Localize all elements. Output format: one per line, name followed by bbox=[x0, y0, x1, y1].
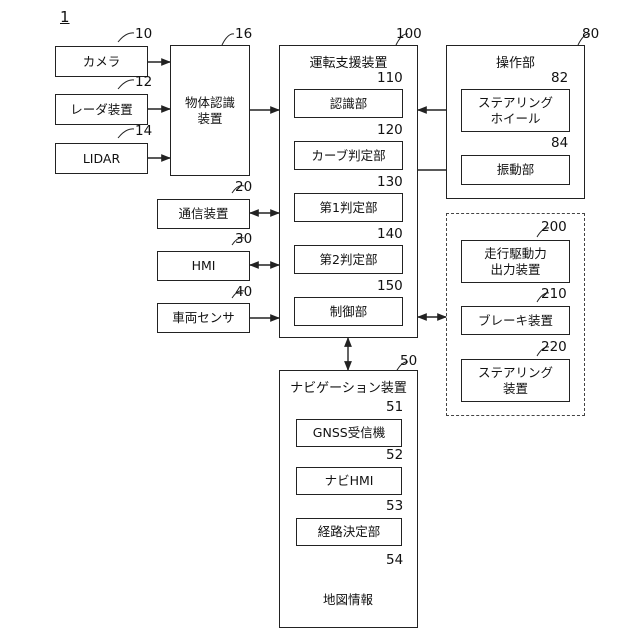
brake-device-ref: 210 bbox=[541, 286, 567, 302]
lidar-ref: 14 bbox=[135, 123, 152, 139]
gnss-receiver-label: GNSS受信機 bbox=[296, 419, 402, 447]
route-determination-label: 経路決定部 bbox=[296, 518, 402, 546]
vibration-unit-ref: 84 bbox=[551, 135, 568, 151]
vibration-unit-label: 振動部 bbox=[461, 155, 570, 185]
control-unit-label: 制御部 bbox=[294, 297, 403, 326]
camera-label: カメラ bbox=[55, 46, 148, 77]
steering-device-ref: 220 bbox=[541, 339, 567, 355]
drive-power-output-ref: 200 bbox=[541, 219, 567, 235]
navi-hmi-ref: 52 bbox=[386, 447, 403, 463]
first-judgment-label: 第1判定部 bbox=[294, 193, 403, 222]
curve-judgment-ref: 120 bbox=[377, 122, 403, 138]
second-judgment-ref: 140 bbox=[377, 226, 403, 242]
steering-wheel-ref: 82 bbox=[551, 70, 568, 86]
navigation-device-title: ナビゲーション装置 bbox=[279, 377, 418, 396]
radar-label: レーダ装置 bbox=[55, 94, 148, 125]
navigation-device-ref: 50 bbox=[400, 353, 417, 369]
control-unit-ref: 150 bbox=[377, 278, 403, 294]
steering-device-label: ステアリング 装置 bbox=[461, 359, 570, 402]
lidar-label: LIDAR bbox=[55, 143, 148, 174]
map-information-ref: 54 bbox=[386, 552, 403, 568]
recognition-unit-ref: 110 bbox=[377, 70, 403, 86]
map-information-label: 地図情報 bbox=[296, 588, 400, 612]
communication-label: 通信装置 bbox=[157, 199, 250, 229]
steering-wheel-label: ステアリング ホイール bbox=[461, 89, 570, 132]
brake-device-label: ブレーキ装置 bbox=[461, 306, 570, 335]
operation-unit-title: 操作部 bbox=[446, 52, 585, 71]
camera-ref: 10 bbox=[135, 26, 152, 42]
driving-support-ref: 100 bbox=[396, 26, 422, 42]
hmi-label: HMI bbox=[157, 251, 250, 281]
driving-support-title: 運転支援装置 bbox=[279, 52, 418, 71]
object-recognition-label: 物体認識 装置 bbox=[170, 45, 250, 176]
operation-unit-ref: 80 bbox=[582, 26, 599, 42]
hmi-ref: 30 bbox=[235, 231, 252, 247]
curve-judgment-label: カーブ判定部 bbox=[294, 141, 403, 170]
navi-hmi-label: ナビHMI bbox=[296, 467, 402, 495]
route-determination-ref: 53 bbox=[386, 498, 403, 514]
gnss-receiver-ref: 51 bbox=[386, 399, 403, 415]
object-recognition-ref: 16 bbox=[235, 26, 252, 42]
vehicle-sensor-label: 車両センサ bbox=[157, 303, 250, 333]
first-judgment-ref: 130 bbox=[377, 174, 403, 190]
drive-power-output-label: 走行駆動力 出力装置 bbox=[461, 240, 570, 283]
recognition-unit-label: 認識部 bbox=[294, 89, 403, 118]
communication-ref: 20 bbox=[235, 179, 252, 195]
vehicle-sensor-ref: 40 bbox=[235, 284, 252, 300]
second-judgment-label: 第2判定部 bbox=[294, 245, 403, 274]
radar-ref: 12 bbox=[135, 74, 152, 90]
